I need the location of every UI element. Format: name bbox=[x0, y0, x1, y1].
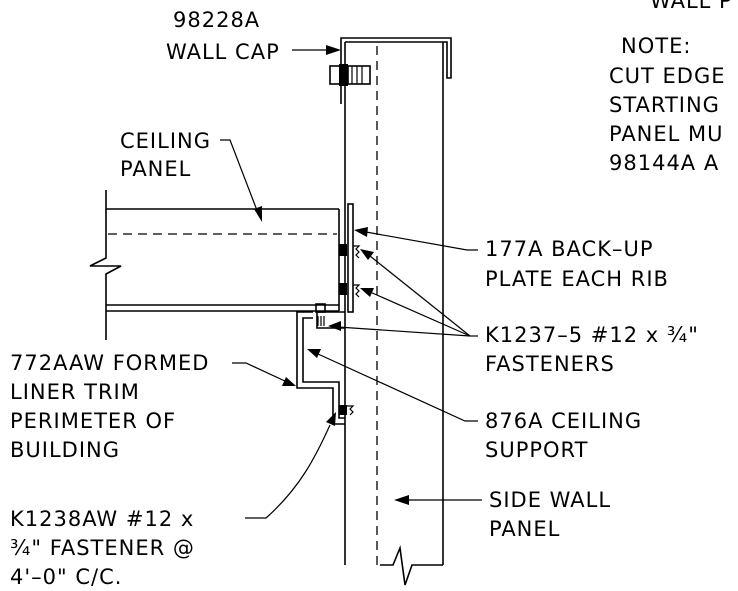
side-wall-label-2: PANEL bbox=[489, 517, 560, 541]
wall-cap-arrow bbox=[326, 45, 341, 55]
fasteners-label-2: FASTENERS bbox=[485, 352, 615, 376]
liner-trim-label-2: LINER TRIM bbox=[10, 380, 140, 404]
liner-trim-label-4: BUILDING bbox=[10, 438, 120, 462]
backup-plate-arrow bbox=[354, 227, 368, 237]
note-line-1: CUT EDGE bbox=[609, 64, 726, 88]
fastener-arrow-2 bbox=[360, 288, 374, 297]
note-line-2: STARTING bbox=[609, 93, 720, 117]
backup-plate bbox=[339, 203, 361, 313]
fastener-leader-2 bbox=[369, 255, 471, 337]
ceiling-panel bbox=[89, 190, 340, 340]
fastener2-arrow bbox=[326, 412, 336, 426]
ceiling-panel-leader bbox=[220, 139, 259, 214]
fastener2-label-3: 4'–0" C/C. bbox=[10, 565, 122, 589]
ceiling-support bbox=[315, 303, 345, 329]
wall-cap bbox=[329, 37, 452, 104]
ceiling-panel-arrow bbox=[254, 206, 262, 222]
fasteners-label-1: K1237–5 #12 x ¾" bbox=[485, 323, 699, 347]
note-line-4: 98144A A bbox=[609, 151, 719, 175]
backup-plate-label-1: 177A BACK–UP bbox=[485, 237, 654, 261]
note-line-3: PANEL MU bbox=[609, 122, 724, 146]
backup-plate-label-2: PLATE EACH RIB bbox=[485, 267, 669, 291]
top-cut-text: WALL P bbox=[650, 0, 733, 13]
ceiling-panel-label-2: PANEL bbox=[120, 157, 191, 181]
liner-trim-label-1: 772AAW FORMED bbox=[10, 351, 209, 375]
ceiling-support-leader bbox=[317, 353, 478, 422]
note-title: NOTE: bbox=[621, 34, 691, 58]
fastener-arrow-3 bbox=[328, 321, 341, 331]
side-wall-panel bbox=[344, 42, 444, 586]
fastener2-leader bbox=[245, 424, 331, 519]
fastener2-label-2: ¾" FASTENER @ bbox=[10, 536, 195, 560]
ceiling-support-label-2: SUPPORT bbox=[485, 438, 588, 462]
liner-trim-leader bbox=[232, 362, 288, 383]
fastener-arrow-1 bbox=[360, 249, 374, 260]
side-wall-label-1: SIDE WALL bbox=[489, 488, 611, 512]
liner-trim-arrow bbox=[282, 377, 296, 386]
side-wall-arrow bbox=[394, 495, 409, 505]
ceiling-support-label-1: 876A CEILING bbox=[485, 409, 642, 433]
wall-cap-label: WALL CAP bbox=[166, 40, 280, 64]
fastener-leader-4 bbox=[337, 326, 471, 337]
fastener2-label-1: K1238AW #12 x bbox=[10, 507, 194, 531]
ceiling-panel-label-1: CEILING bbox=[120, 129, 211, 153]
fastener-leader-3 bbox=[369, 291, 471, 337]
wall-cap-part-label: 98228A bbox=[173, 8, 260, 32]
ceiling-support-arrow bbox=[307, 349, 321, 358]
backup-plate-leader bbox=[365, 231, 478, 251]
liner-trim-label-3: PERIMETER OF bbox=[10, 409, 176, 433]
